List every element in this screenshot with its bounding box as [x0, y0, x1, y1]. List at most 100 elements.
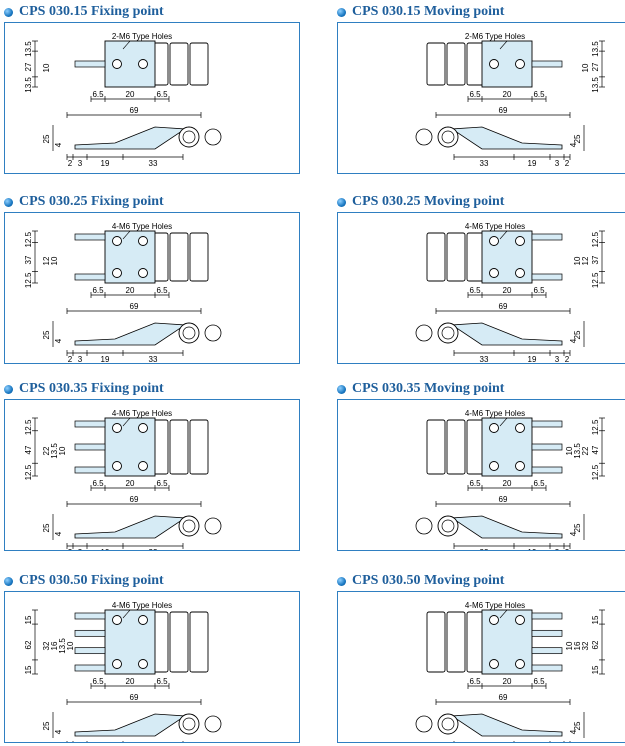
mounting-hole	[515, 236, 525, 246]
panel-title: CPS 030.35 Fixing point	[4, 381, 164, 397]
panel-title-text: CPS 030.15 Fixing point	[19, 4, 164, 19]
panel-title: CPS 030.50 Moving point	[337, 573, 504, 589]
panel-title: CPS 030.50 Fixing point	[4, 573, 164, 589]
diagram-panel: CPS 030.15 Moving point 2-M6 Type Holes 13…	[337, 4, 625, 174]
panel-title: CPS 030.15 Moving point	[337, 4, 504, 20]
dim-label: 16	[573, 641, 582, 650]
dim-label: 6.5	[156, 90, 168, 99]
mounting-hole	[138, 59, 148, 69]
dim-label: 20	[503, 677, 512, 686]
dim-label: 32	[42, 641, 51, 650]
mounting-hole	[138, 461, 148, 471]
dim-label: 6.5	[92, 479, 104, 488]
dim-label: 10	[50, 256, 59, 265]
holes-label: 4-M6 Type Holes	[112, 601, 172, 610]
dim-label: 2	[565, 159, 570, 168]
dim-label: 10	[66, 641, 75, 650]
dim-label: 13.5	[58, 638, 67, 654]
dim-label: 13.5	[591, 77, 600, 93]
dim-label: 13.5	[591, 41, 600, 57]
dim-label: 20	[126, 286, 135, 295]
pivot-hub	[441, 130, 455, 144]
strain-relief-tooth	[531, 420, 563, 428]
dim-label: 12.5	[591, 272, 600, 288]
chain-links	[426, 611, 486, 673]
dim-label: 12	[42, 256, 51, 265]
mounting-hole	[515, 461, 525, 471]
strain-relief-tooth	[74, 60, 106, 68]
dim-label: 20	[126, 479, 135, 488]
chain-links	[426, 42, 486, 86]
chain-links	[426, 419, 486, 475]
pivot-hub	[182, 130, 196, 144]
dimension-line	[499, 40, 508, 50]
dim-label: 16	[50, 641, 59, 650]
dim-label: 12	[581, 256, 590, 265]
chain-roller	[415, 715, 433, 733]
panel-title: CPS 030.25 Moving point	[337, 194, 504, 210]
dim-label: 10	[565, 641, 574, 650]
dim-label: 25	[573, 330, 582, 339]
dim-label: 33	[480, 548, 489, 550]
dimension-line	[499, 609, 508, 619]
dim-label: 25	[573, 721, 582, 730]
chain-link	[169, 419, 189, 475]
dim-label: 27	[24, 62, 33, 71]
dim-label: 2	[565, 548, 570, 550]
dim-label: 69	[499, 495, 508, 504]
pivot-hub	[182, 717, 196, 731]
dim-label: 6.5	[156, 677, 168, 686]
dim-label: 15	[591, 665, 600, 674]
mounting-hole	[489, 268, 499, 278]
mounting-hole	[138, 423, 148, 433]
holes-label: 2-M6 Type Holes	[465, 32, 525, 41]
dim-label: 37	[591, 255, 600, 264]
holes-label: 4-M6 Type Holes	[112, 222, 172, 231]
dim-label: 62	[24, 640, 33, 649]
holes-label: 2-M6 Type Holes	[112, 32, 172, 41]
dim-label: 19	[528, 548, 537, 550]
chain-link	[446, 42, 466, 86]
side-bracket	[74, 126, 187, 150]
dim-label: 4	[54, 531, 63, 536]
dim-label: 4	[569, 729, 578, 734]
holes-label: 4-M6 Type Holes	[465, 409, 525, 418]
dim-label: 2	[565, 355, 570, 363]
pivot-hub	[182, 519, 196, 533]
dim-label: 4	[54, 338, 63, 343]
dim-label: 4	[569, 338, 578, 343]
bullet-icon	[337, 384, 346, 394]
dim-label: 15	[591, 615, 600, 624]
dim-label: 22	[581, 446, 590, 455]
dim-label: 4	[54, 142, 63, 147]
chain-links	[149, 611, 209, 673]
chain-roller	[415, 517, 433, 535]
dim-label: 32	[581, 641, 590, 650]
mounting-bracket	[481, 230, 533, 284]
dim-label: 69	[499, 693, 508, 702]
dim-label: 25	[42, 523, 51, 532]
side-bracket	[74, 515, 187, 539]
strain-relief-tooth	[531, 60, 563, 68]
strain-relief-tooth	[531, 612, 563, 620]
dim-label: 6.5	[92, 677, 104, 686]
side-bracket	[74, 713, 187, 737]
mounting-hole	[112, 59, 122, 69]
dim-label: 69	[130, 106, 139, 115]
dim-label: 33	[480, 355, 489, 363]
pivot-hub	[441, 519, 455, 533]
mounting-hole	[489, 423, 499, 433]
dim-label: 20	[503, 286, 512, 295]
dim-label: 12.5	[24, 272, 33, 288]
dim-label: 20	[503, 90, 512, 99]
dim-label: 2	[68, 159, 73, 168]
mounting-hole	[489, 659, 499, 669]
mounting-hole	[138, 268, 148, 278]
strain-relief-tooth	[74, 647, 106, 655]
